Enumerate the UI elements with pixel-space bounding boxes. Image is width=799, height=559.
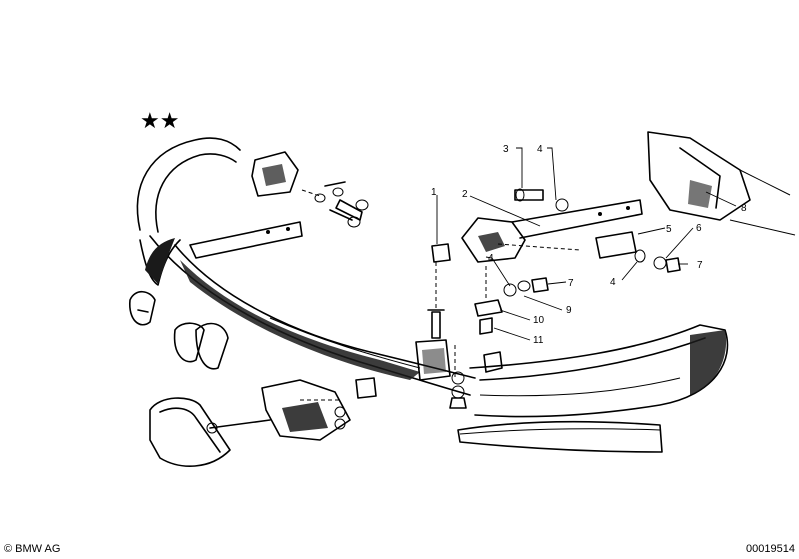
right-bumper-end xyxy=(469,324,729,418)
callout-7-right: 7 xyxy=(697,260,703,271)
callout-7-middle: 7 xyxy=(568,278,574,289)
callout-5: 5 xyxy=(666,224,672,235)
lower-center-fasteners xyxy=(427,277,549,339)
callout-4-top: 4 xyxy=(537,144,543,155)
callout-4-right: 4 xyxy=(610,277,616,288)
left-lower-assembly xyxy=(129,290,377,467)
center-mount-strut xyxy=(431,199,643,263)
callout-11: 11 xyxy=(533,335,544,346)
leader-lines xyxy=(436,147,737,341)
marker-stars: ★★ xyxy=(140,109,179,134)
body-panel-right xyxy=(647,131,796,236)
callout-1: 1 xyxy=(431,187,437,198)
bolt-and-washer-top xyxy=(514,188,569,212)
upper-left-bracket xyxy=(251,151,369,228)
callout-8: 8 xyxy=(741,203,747,214)
right-side-fasteners xyxy=(595,231,681,273)
callout-3: 3 xyxy=(503,144,509,155)
callout-9: 9 xyxy=(566,305,572,316)
copyright-notice: © BMW AG xyxy=(4,543,61,555)
diagram-number: 00019514 xyxy=(746,543,795,555)
callout-2: 2 xyxy=(462,189,468,200)
left-mount-strut xyxy=(189,221,303,259)
callout-labels: 1 2 3 4 4 4 5 6 7 7 8 9 10 11 xyxy=(431,144,747,346)
assembly-guides xyxy=(300,189,581,401)
lower-trim-strip xyxy=(457,420,663,453)
callout-4-middle: 4 xyxy=(488,253,494,264)
center-clamp xyxy=(415,339,467,409)
callout-10: 10 xyxy=(533,315,545,326)
callout-6: 6 xyxy=(696,223,702,234)
